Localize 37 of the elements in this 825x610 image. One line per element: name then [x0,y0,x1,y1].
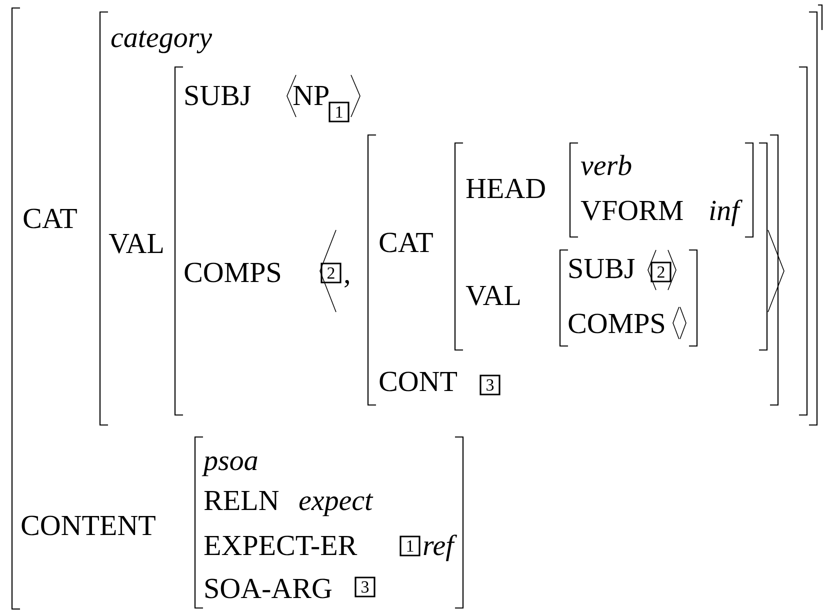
feature-label: SUBJ [186,86,251,106]
feature-label: COMPS [184,262,280,282]
tag-box: 3 [354,576,376,598]
feature-label: RELN [204,491,279,510]
tag-box: 1 [328,102,350,122]
tag-box: 1 [400,536,420,556]
tag-box: 3 [480,374,500,396]
value-text: ref [424,534,458,562]
feature-label: EXPECT-ER [204,536,358,556]
comma: , [344,280,349,288]
value-text: category [111,30,212,54]
feature-label: SUBJ [570,258,635,278]
feature-label: VAL [466,286,520,306]
avm-bracket [174,66,808,416]
avm-bracket [454,142,768,351]
feature-label: CONTENT [22,516,156,536]
value-text: psoa [202,456,258,476]
avm-bracket [569,142,754,238]
value-text: verb [580,154,632,176]
avm-bracket [99,11,818,426]
avm-bracket [559,249,698,347]
feature-label: VAL [108,234,163,254]
avm-bracket [11,4,823,610]
tag-box: 2 [320,262,342,284]
value-text: inf [710,200,743,226]
feature-label: SOA-ARG [206,578,332,598]
tag-box: 2 [650,262,672,282]
feature-label: CONT [380,372,457,392]
feature-label: CAT [24,208,77,228]
feature-label: VFORM [580,200,683,220]
feature-label: NP [293,86,328,105]
feature-label: COMPS [568,314,664,334]
feature-label: CAT [380,232,433,252]
value-text: expect [299,494,374,516]
feature-label: HEAD [466,178,545,198]
avm-bracket [194,436,464,609]
avm-bracket [367,134,779,406]
